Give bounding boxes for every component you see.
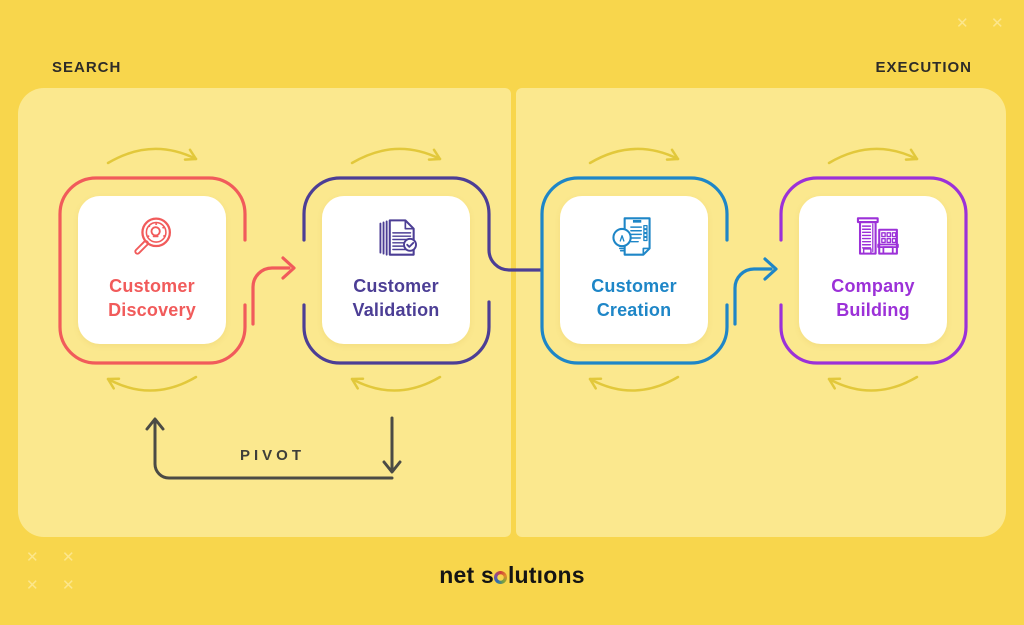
brand-text-prefix: net s bbox=[439, 562, 494, 588]
loop-arc-top-icons bbox=[106, 147, 919, 165]
arrow-discovery-to-validation bbox=[251, 256, 296, 326]
stage-card-customer-validation: Customer Validation bbox=[322, 196, 470, 344]
stage-label: Customer Creation bbox=[591, 274, 677, 322]
decor-x-icon: ✕ bbox=[956, 15, 969, 32]
document-idea-icon bbox=[612, 217, 651, 256]
stage-label-line2: Creation bbox=[596, 300, 672, 320]
phase-label-execution: EXECUTION bbox=[875, 59, 972, 76]
stage-label: Customer Validation bbox=[352, 274, 439, 322]
brand-o-ring-icon bbox=[494, 571, 508, 584]
loop-arc-bottom-icons bbox=[106, 375, 919, 392]
arrow-creation-to-building bbox=[733, 257, 778, 326]
stage-card-customer-discovery: Customer Discovery bbox=[78, 196, 226, 344]
stage-card-customer-creation: Customer Creation bbox=[560, 196, 708, 344]
decor-x-icon: ✕ bbox=[26, 577, 39, 594]
stage-label-line1: Customer bbox=[591, 276, 677, 296]
stage-label-line2: Building bbox=[836, 300, 910, 320]
stage-label: Customer Discovery bbox=[108, 274, 196, 322]
decor-x-icon: ✕ bbox=[26, 549, 39, 566]
card-outline-validation bbox=[302, 176, 543, 272]
stage-label-line2: Discovery bbox=[108, 300, 196, 320]
card-outline-creation bbox=[540, 176, 729, 365]
decor-x-icon: ✕ bbox=[62, 577, 75, 594]
pivot-arrow bbox=[145, 416, 402, 480]
phase-label-search: SEARCH bbox=[52, 59, 122, 76]
card-outline-validation-lower bbox=[302, 300, 491, 365]
stage-label-line2: Validation bbox=[352, 300, 440, 320]
documents-check-icon bbox=[379, 219, 417, 256]
card-outline-discovery bbox=[58, 176, 247, 365]
magnifier-idea-icon bbox=[134, 217, 172, 255]
buildings-icon bbox=[856, 217, 899, 255]
brand-logo: net s lutıons bbox=[0, 562, 1024, 589]
stage-label: Company Building bbox=[831, 274, 914, 322]
stage-card-company-building: Company Building bbox=[799, 196, 947, 344]
stage-label-line1: Company bbox=[831, 276, 915, 296]
stage-label-line1: Customer bbox=[109, 276, 195, 296]
decor-x-icon: ✕ bbox=[991, 15, 1004, 32]
stage-label-line1: Customer bbox=[353, 276, 439, 296]
pivot-label: PIVOT bbox=[239, 447, 305, 464]
brand-text-suffix: lutıons bbox=[507, 562, 585, 588]
decor-x-icon: ✕ bbox=[62, 549, 75, 566]
card-outline-building bbox=[779, 176, 968, 365]
